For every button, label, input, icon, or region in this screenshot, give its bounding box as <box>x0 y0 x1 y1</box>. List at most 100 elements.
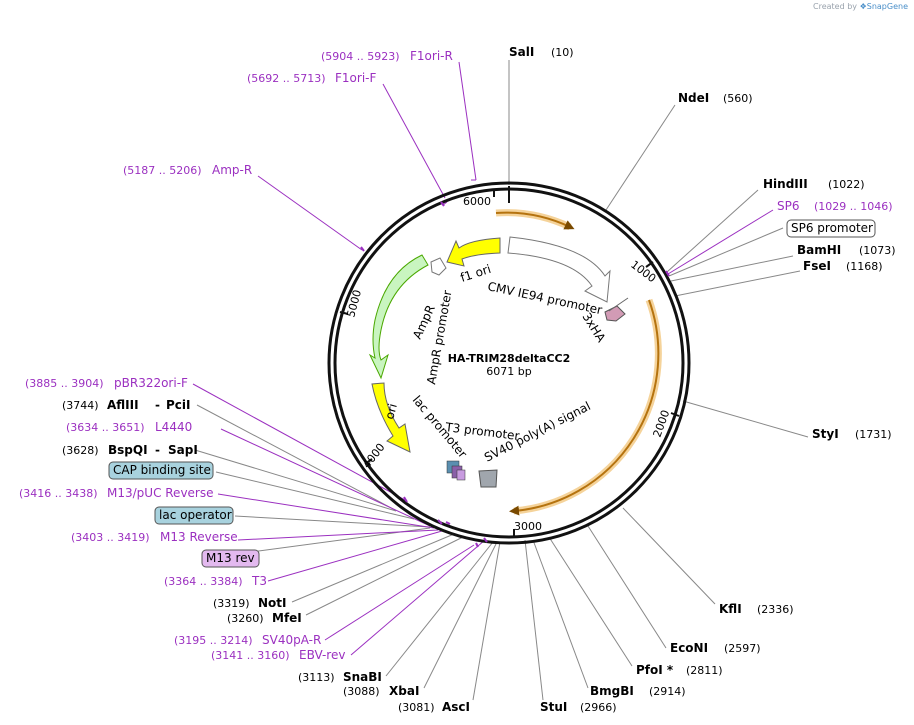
primer-f1ori-r-name: F1ori-R <box>410 49 453 63</box>
m13-rev-box <box>201 549 260 568</box>
primer-sv40pa-r-name: SV40pA-R <box>262 633 321 647</box>
enzyme-afliii-name: AflIII <box>107 398 139 412</box>
enzyme-hindiii-pos: (1022) <box>828 178 865 191</box>
leader-hindiii <box>666 189 759 273</box>
enzyme-kfli-name: KflI <box>719 602 742 616</box>
enzyme-noti-pos: (3319) <box>213 597 250 610</box>
leader-cap <box>215 471 415 520</box>
primer-t3-name: T3 <box>251 574 267 588</box>
leader-fsei <box>674 270 801 297</box>
ha-tag-feature <box>604 305 626 322</box>
primer-l4440-name: L4440 <box>155 420 192 434</box>
enzyme-mfei-pos: (3260) <box>227 612 264 625</box>
enzyme-snabi-name: SnaBI <box>343 670 382 684</box>
enzyme-bspqi-name: BspQI <box>108 443 148 457</box>
leader-sv40pa-r <box>324 544 475 641</box>
enzyme-leader-lines <box>194 60 809 701</box>
leader-m13-puc <box>217 493 435 529</box>
primer-site-marks <box>360 201 670 548</box>
enzyme-ndei-pos: (560) <box>723 92 753 105</box>
enzyme-afliii-pos: (3744) <box>62 399 99 412</box>
tick-5000 <box>339 311 349 315</box>
enzyme-stui-pos: (2966) <box>580 701 617 714</box>
leader-bspqi <box>194 449 397 512</box>
ha-tag-connector <box>608 297 629 312</box>
leader-bamhi <box>670 255 794 282</box>
primer-pbr322ori-f-range: (3885 .. 3904) <box>25 377 104 390</box>
leader-m13-reverse <box>237 529 439 541</box>
primer-m13-puc-name: M13/pUC Reverse <box>107 486 214 500</box>
leader-f1ori-f <box>382 83 446 199</box>
tick-1000 <box>645 261 654 268</box>
enzyme-bmgbi-pos: (2914) <box>649 685 686 698</box>
cmv-promoter-arrow <box>507 236 611 303</box>
tick-label-4000: 4000 <box>360 441 387 471</box>
leader-mfei <box>305 536 464 616</box>
leader-stui <box>524 539 544 701</box>
cap-binding-site-box <box>108 461 214 480</box>
ha-tag-label: 3xHA <box>579 310 608 345</box>
enzyme-asci-name: AscI <box>442 700 470 714</box>
ori-label: ori <box>382 402 400 421</box>
ampr-feature <box>368 254 429 380</box>
enzyme-fsei-name: FseI <box>803 259 831 273</box>
enzyme-ndei-name: NdeI <box>678 91 709 105</box>
enzyme-mfei-name: MfeI <box>272 611 302 625</box>
enzyme-styi-name: StyI <box>812 427 839 441</box>
primer-f1ori-r-range: (5904 .. 5923) <box>321 50 400 63</box>
primer-sp6-name: SP6 <box>777 199 800 213</box>
credit-brand: SnapGene <box>866 2 908 11</box>
primer-sv40pa-r-range: (3195 .. 3214) <box>174 634 253 647</box>
snapgene-logo-icon: ❖ <box>859 2 867 11</box>
leader-pfoi <box>548 536 633 667</box>
primer-amp-r-range: (5187 .. 5206) <box>123 164 202 177</box>
leader-f1ori-r <box>458 61 477 181</box>
enzyme-sapi-name: SapI <box>168 443 198 457</box>
f1-ori-feature <box>446 237 501 267</box>
enzyme-econi-name: EcoNI <box>670 641 708 655</box>
ampr-promoter-feature <box>430 257 447 276</box>
leader-sp6 <box>667 209 774 275</box>
credit-prefix: Created by <box>813 2 858 11</box>
snapgene-credit: Created by ❖SnapGene <box>813 2 908 11</box>
leader-ndei <box>605 104 676 211</box>
primer-pbr322ori-f-name: pBR322ori-F <box>114 376 188 390</box>
enzyme-pfoi-name: PfoI * <box>636 663 674 677</box>
sp6-promoter-label: SP6 promoter <box>791 221 873 235</box>
primer-l4440-range: (3634 .. 3651) <box>66 421 145 434</box>
lac-t3-cluster <box>446 460 466 481</box>
tick-marks <box>339 186 680 537</box>
leader-noti <box>291 533 455 603</box>
enzyme-sali-name: SalI <box>509 45 534 59</box>
enzyme-pfoi-pos: (2811) <box>686 664 723 677</box>
plasmid-name: HA-TRIM28deltaCC2 <box>448 352 571 365</box>
svg-text:-: - <box>155 443 160 457</box>
enzyme-xbai-pos: (3088) <box>343 685 380 698</box>
cap-binding-site-label: CAP binding site <box>113 463 211 477</box>
tick-4000 <box>364 458 373 465</box>
enzyme-pcii-name: PciI <box>166 398 191 412</box>
primer-f1ori-f-name: F1ori-F <box>335 71 376 85</box>
leader-xbai <box>423 541 498 689</box>
primer-ebv-rev-range: (3141 .. 3160) <box>211 649 290 662</box>
primer-m13-reverse-name: M13 Reverse <box>160 530 238 544</box>
enzyme-hindiii-name: HindIII <box>763 177 808 191</box>
primer-leader-lines <box>192 61 774 656</box>
insert-arc <box>509 299 660 516</box>
primer-t3-range: (3364 .. 3384) <box>164 575 243 588</box>
enzyme-xbai-name: XbaI <box>389 684 419 698</box>
leader-sp6-promoter <box>668 227 784 277</box>
leader-kfli <box>622 507 716 605</box>
primer-amp-r-name: Amp-R <box>212 163 252 177</box>
tick-label-5000: 5000 <box>344 288 364 318</box>
plasmid-length: 6071 bp <box>486 365 531 378</box>
sp6-promoter-box <box>786 219 876 238</box>
enzyme-bamhi-name: BamHI <box>797 243 841 257</box>
leader-lac-operator <box>234 515 431 528</box>
leader-amp-r <box>257 175 363 251</box>
enzyme-fsei-pos: (1168) <box>846 260 883 273</box>
tick-label-1000: 1000 <box>628 258 658 285</box>
backbone-outer <box>327 181 691 545</box>
ori-feature <box>371 382 411 453</box>
